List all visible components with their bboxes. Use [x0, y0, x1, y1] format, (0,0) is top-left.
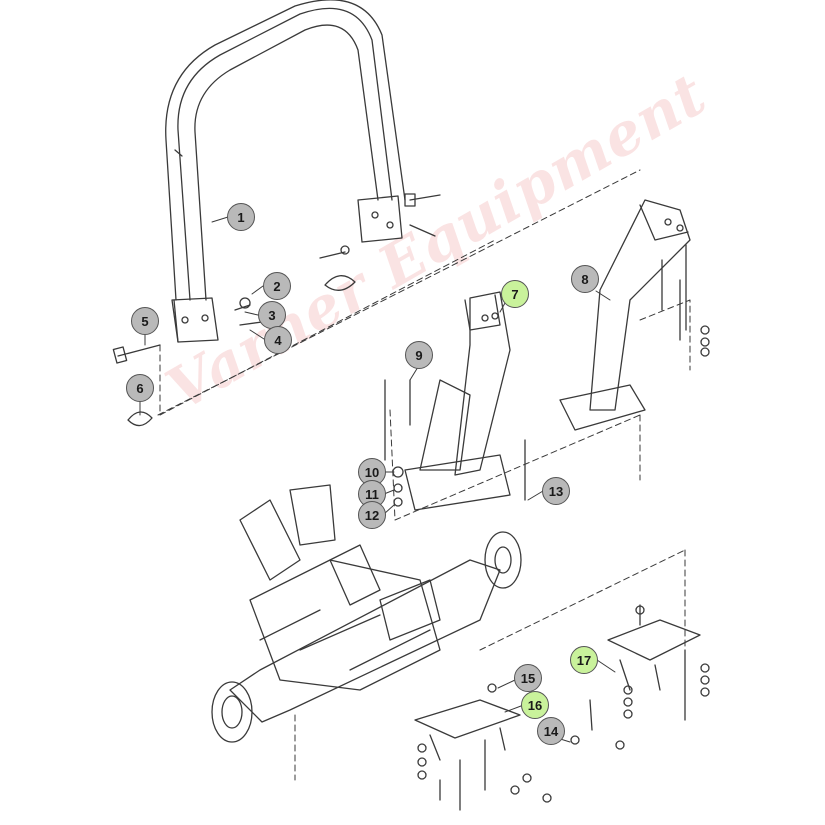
fastener-stacks [392, 325, 710, 803]
callout-6: 6 [126, 374, 154, 402]
callout-3: 3 [258, 301, 286, 329]
callout-13: 13 [542, 477, 570, 505]
callout-1: 1 [227, 203, 255, 231]
transmission-housing [211, 484, 522, 743]
roll-bar-hardware [112, 193, 441, 427]
callout-15: 15 [514, 664, 542, 692]
callout-17: 17 [570, 646, 598, 674]
callout-5: 5 [131, 307, 159, 335]
roll-bar-frame [165, 0, 406, 343]
long-bolts [384, 244, 687, 501]
callout-14: 14 [537, 717, 565, 745]
callout-9: 9 [405, 341, 433, 369]
callout-2: 2 [263, 272, 291, 300]
callout-4: 4 [264, 326, 292, 354]
right-base-plate [589, 604, 701, 731]
left-mount-bracket [404, 291, 511, 511]
callout-7: 7 [501, 280, 529, 308]
assembly-guide-lines [157, 169, 691, 781]
callout-16: 16 [521, 691, 549, 719]
callout-8: 8 [571, 265, 599, 293]
left-base-plate [414, 699, 521, 811]
callout-12: 12 [358, 501, 386, 529]
right-mount-bracket [559, 199, 691, 431]
